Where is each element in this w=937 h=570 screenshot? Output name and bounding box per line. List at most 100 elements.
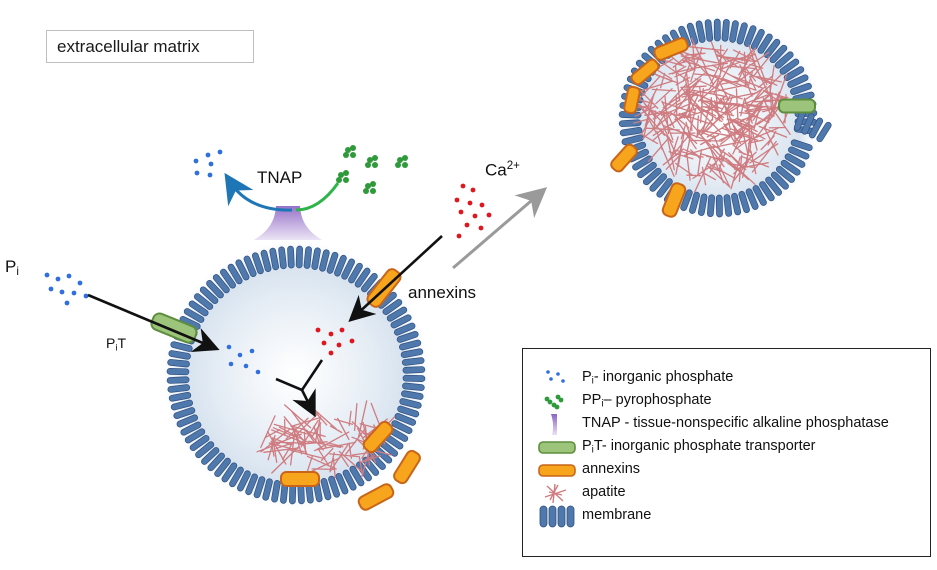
lipid-pair: [303, 246, 312, 269]
apatite-crystal: [337, 417, 350, 441]
tnap-label-text: TNAP: [257, 168, 303, 187]
lipid-pair: [391, 420, 413, 434]
pyrophosphate-bead: [372, 162, 378, 168]
lipid-pair: [170, 399, 193, 411]
apatite-crystal: [732, 57, 755, 62]
apatite-crystal: [695, 105, 722, 133]
lipid-pair: [382, 299, 403, 315]
pyrophosphate-to-tnap-arrow: [295, 182, 340, 212]
apatite-crystal: [728, 104, 742, 114]
legend-item-pit: PiT- inorganic phosphate transporter: [523, 436, 930, 459]
lipid-pair: [220, 268, 236, 289]
lipid-pair: [386, 306, 408, 322]
phosphate-dots-left: [44, 272, 89, 306]
ion-dot: [464, 222, 470, 228]
ion-dot: [255, 369, 261, 375]
lipid-pair: [334, 254, 347, 277]
ion-dot: [339, 327, 345, 333]
legend-item-tnap: TNAP - tissue-nonspecific alkaline phosp…: [523, 413, 930, 436]
membrane-icon: [539, 505, 575, 528]
apatite-crystal: [640, 120, 650, 136]
lipid-pair: [168, 391, 192, 402]
pyrophosphate-clusters: [336, 145, 408, 194]
apatite-crystal: [701, 171, 717, 181]
ion-dot: [470, 187, 476, 193]
lipid-pair: [731, 192, 742, 216]
apatite-crystal: [701, 118, 713, 135]
lipid-pair: [243, 255, 257, 278]
ion-dot: [83, 293, 89, 299]
pyrophosphate-bead: [402, 162, 408, 168]
lipid-pair: [201, 447, 220, 465]
apatite-crystal: [290, 425, 308, 432]
ion-dot: [208, 161, 214, 167]
pyrophosphate-bead: [350, 152, 356, 158]
lipid-pair: [402, 366, 426, 374]
apatite-crystal: [726, 65, 757, 70]
lipid-pair: [757, 33, 773, 54]
apatite-crystal: [661, 100, 675, 129]
apatite-crystal: [771, 93, 775, 117]
ion-dot: [458, 209, 464, 215]
ion-dot: [486, 212, 492, 218]
apatite-crystal: [773, 73, 788, 111]
lipid-pair: [787, 74, 809, 88]
ion-dot: [194, 170, 200, 176]
lipid-pair: [765, 176, 783, 196]
lipid-pair: [738, 191, 750, 213]
ion-dot: [237, 352, 243, 358]
lipid-pair: [167, 384, 191, 393]
lipid-pair: [227, 263, 243, 285]
apatite-crystal: [697, 148, 703, 176]
apatite-crystal: [674, 68, 696, 78]
apatite-crystal: [686, 72, 705, 88]
apatite-crystal: [353, 403, 358, 431]
lipid-pair: [176, 414, 199, 428]
ion-dot: [454, 197, 460, 203]
apatite-crystal: [633, 118, 650, 124]
apatite-crystal: [299, 441, 328, 445]
blue-dots-icon: [546, 370, 565, 383]
apatite-crystal: [290, 416, 322, 428]
transporter-label-base: P: [106, 335, 116, 351]
lipid-pair: [808, 117, 824, 139]
legend-label-tnap: TNAP - tissue-nonspecific alkaline phosp…: [582, 415, 889, 431]
lipid-pair: [342, 469, 357, 491]
apatite-crystal: [690, 37, 706, 67]
apatite-crystal: [671, 65, 687, 75]
pyrophosphate-bead: [345, 147, 351, 153]
ion-dot: [64, 300, 70, 306]
apatite-crystal: [318, 449, 329, 466]
converging-arrow-head: [292, 388, 316, 418]
apatite-crystal: [667, 126, 674, 141]
lipid-pair: [271, 480, 281, 503]
apatite-crystal: [749, 129, 753, 154]
apatite-crystal: [671, 136, 679, 155]
phosphate-dots-inside: [226, 344, 261, 375]
apatite-crystal: [351, 451, 371, 456]
lipid-pair: [707, 194, 715, 218]
apatite-crystal: [705, 142, 725, 168]
apatite-crystal: [351, 421, 367, 437]
apatite-crystal: [668, 54, 684, 67]
apatite-crystal: [691, 89, 728, 98]
legend-label-apatite: apatite: [582, 484, 626, 500]
apatite-crystal: [642, 113, 672, 139]
legend-pi-base: P: [582, 369, 592, 385]
ion-dot: [193, 158, 199, 164]
pyrophosphate-bead: [372, 155, 378, 161]
lipid-pair: [704, 19, 714, 42]
lipid-pair: [189, 435, 210, 451]
legend-ppi-text: – pyrophosphate: [603, 392, 712, 408]
apatite-crystal: [745, 137, 751, 167]
apatite-crystal: [764, 90, 787, 99]
lipid-pair: [173, 407, 196, 420]
lipid-pair: [348, 262, 363, 284]
lipid-pair: [229, 466, 244, 488]
apatite-crystal: [752, 108, 762, 121]
lipid-pair: [801, 113, 815, 135]
apatite-crystal: [677, 132, 685, 168]
ion-dot: [66, 273, 72, 279]
apatite-crystal: [713, 134, 723, 155]
apatite-crystal: [634, 105, 656, 117]
